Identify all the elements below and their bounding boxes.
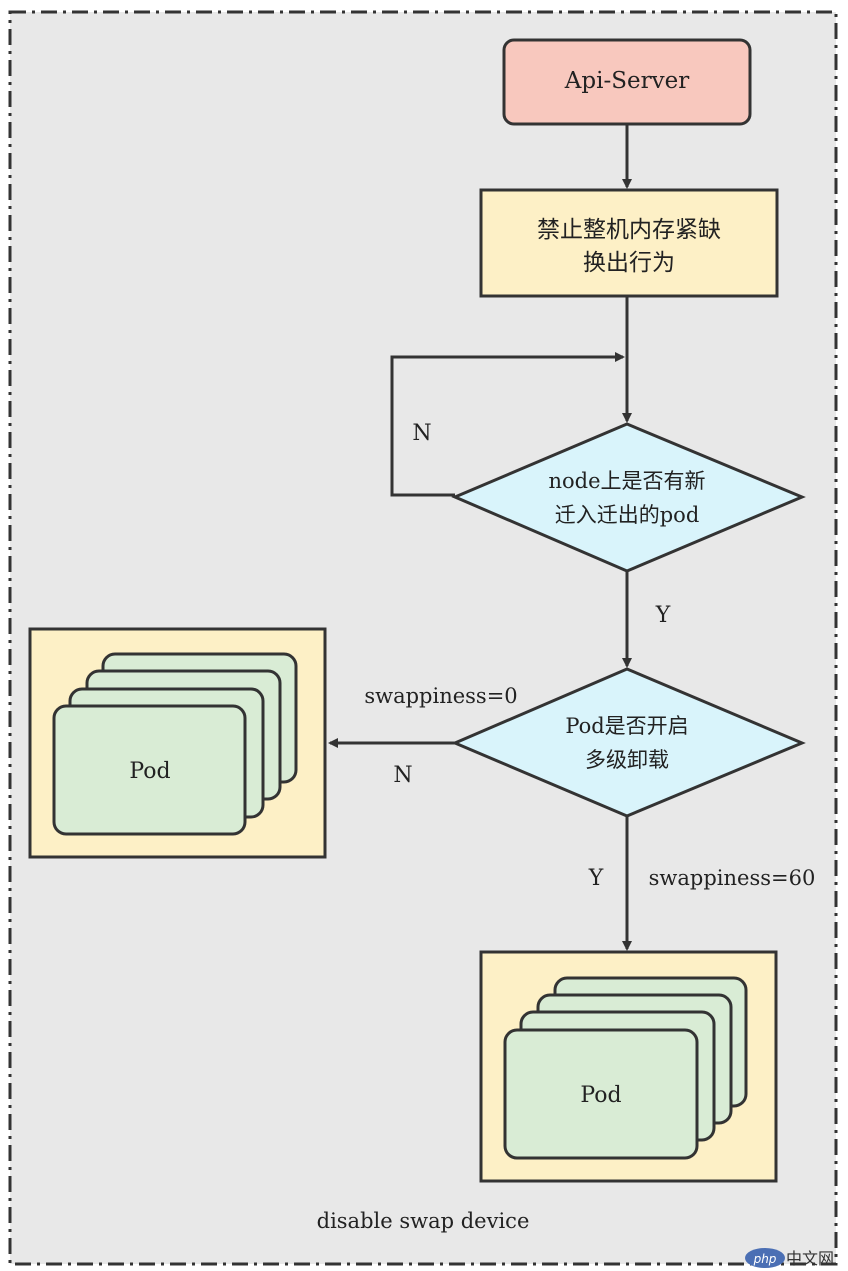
watermark: php 中文网 xyxy=(745,1248,834,1268)
decision1-y-label: Y xyxy=(655,603,671,628)
decision1-label-line2: 迁入迁出的pod xyxy=(555,503,700,527)
decision2-label-line2: 多级卸载 xyxy=(585,748,669,772)
forbid-swap-label-line2: 换出行为 xyxy=(583,250,675,276)
forbid-swap-label-line1: 禁止整机内存紧缺 xyxy=(537,217,721,243)
watermark-logo: php xyxy=(753,1252,777,1266)
container-label: disable swap device xyxy=(317,1209,530,1233)
pod-left-label: Pod xyxy=(129,759,170,784)
forbid-swap-node: 禁止整机内存紧缺 换出行为 xyxy=(479,188,779,298)
left-pod-group: Pod xyxy=(28,627,327,859)
pod-bottom-label: Pod xyxy=(580,1083,621,1108)
swappiness-sixty-label: swappiness=60 xyxy=(649,866,816,890)
loop-n-label: N xyxy=(412,421,431,446)
api-server-node: Api-Server xyxy=(502,38,752,126)
api-server-label: Api-Server xyxy=(564,68,689,94)
decision1-label-line1: node上是否有新 xyxy=(548,469,705,493)
bottom-pod-group: Pod xyxy=(479,950,778,1183)
pod-card xyxy=(52,704,247,836)
pod-card xyxy=(503,1028,699,1160)
swappiness-zero-label: swappiness=0 xyxy=(364,684,517,708)
watermark-text: 中文网 xyxy=(786,1249,834,1268)
decision2-label-line1: Pod是否开启 xyxy=(565,714,688,738)
decision2-y-label: Y xyxy=(588,866,604,891)
edge-loop-n xyxy=(390,352,625,497)
decision2-n-label: N xyxy=(393,763,412,788)
